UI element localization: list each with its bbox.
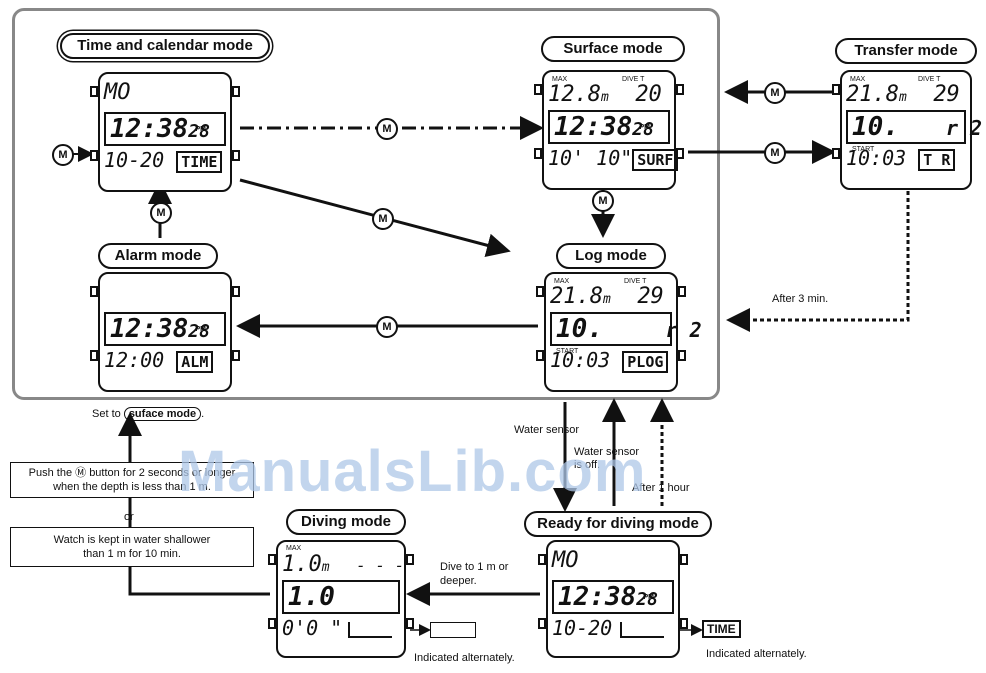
day-display: MO	[552, 548, 579, 573]
alarm-time-display: 12:00 ALM	[104, 348, 226, 380]
m-button-icon: M	[372, 208, 394, 230]
label-time-calendar-mode: Time and calendar mode	[60, 33, 270, 59]
log-number-display: 10. r 2	[550, 312, 702, 346]
current-depth-display: 1.0	[282, 580, 400, 614]
arrow-transfer-after-3min	[726, 170, 910, 332]
mode-tag: TIME	[176, 151, 223, 173]
dive-graph-icon	[620, 621, 665, 638]
note-indicated-alternately: Indicated alternately.	[706, 648, 807, 660]
m-button-icon: M	[592, 190, 614, 212]
note-after-3min: After 3 min.	[772, 293, 829, 305]
note-set-to: Set to suface mode.	[92, 407, 205, 421]
date-display: 10-20	[552, 616, 674, 648]
depth-display: 21.8m 29	[550, 284, 664, 309]
label-log-mode: Log mode	[556, 243, 666, 269]
main-mode-frame	[12, 8, 720, 400]
label-transfer-mode: Transfer mode	[835, 38, 977, 64]
label-surface-mode: Surface mode	[541, 36, 685, 62]
date-display: 10-20 TIME	[104, 148, 226, 180]
m-button-icon: M	[764, 82, 786, 104]
depth-display: 12.8m 20	[548, 82, 662, 107]
m-button-icon: M	[764, 142, 786, 164]
note-or: or	[124, 511, 134, 523]
watch-transfer: MAX DIVE T 21.8m 29 10. r 2 START 10:03 …	[832, 70, 982, 190]
depth-display: 21.8m 29	[846, 82, 960, 107]
m-button-icon: M	[52, 144, 74, 166]
start-time-display: 10:03 T R	[846, 146, 966, 178]
depth-display: 1.0m - - -	[282, 552, 405, 577]
label-diving-mode: Diving mode	[286, 509, 406, 535]
watermark: ManualsLib.com	[178, 439, 647, 504]
label-ready-for-diving-mode: Ready for diving mode	[524, 511, 712, 537]
label-alarm-mode: Alarm mode	[98, 243, 218, 269]
watch-diving: MAX 1.0m - - - 1.0 0'0 "	[268, 540, 414, 658]
log-number-display: 10. r 2	[846, 110, 982, 144]
day-display: MO	[104, 80, 131, 105]
alt-graph-icon	[430, 622, 476, 638]
dive-time-display: 0'0 "	[282, 616, 400, 648]
surface-interval-display: 10' 10"SURF	[548, 146, 679, 178]
m-button-icon: M	[376, 316, 398, 338]
mode-tag: T R	[918, 149, 956, 171]
mode-tag: PLOG	[622, 351, 669, 373]
m-button-icon: M	[376, 118, 398, 140]
dive-graph-icon	[348, 621, 393, 638]
mode-tag: SURF	[632, 149, 679, 171]
alt-time-tag: TIME	[702, 620, 741, 638]
note-push-button: Push the Ⓜ button for 2 seconds or longe…	[10, 462, 254, 498]
m-button-icon: M	[150, 202, 172, 224]
note-after-1hour: After 1 hour	[632, 482, 690, 494]
watch-log: MAX DIVE T 21.8m 29 10. r 2 START 10:03 …	[536, 272, 702, 392]
note-indicated-alternately: Indicated alternately.	[414, 652, 515, 664]
mode-tag: ALM	[176, 351, 214, 373]
note-water-sensor: Water sensor	[514, 424, 580, 436]
start-time-display: 10:03 PLOG	[550, 348, 672, 380]
